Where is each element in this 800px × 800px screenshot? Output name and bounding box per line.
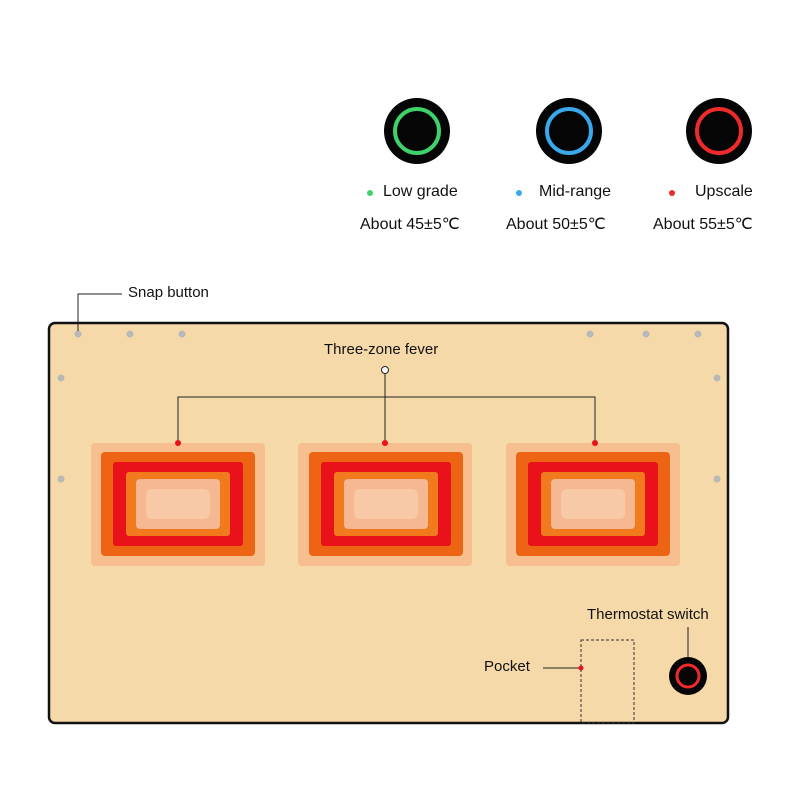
three-zone-junction-icon	[381, 366, 389, 374]
snap-button-leader-line	[77, 293, 122, 331]
snap-button-icon	[586, 330, 594, 338]
mid-range-indicator-icon	[536, 98, 602, 164]
three-zone-label: Three-zone fever	[324, 341, 439, 358]
low-grade-temperature: About 45±5℃	[360, 216, 460, 233]
pocket-outline	[580, 639, 635, 724]
snap-buttons	[57, 330, 721, 483]
zone-marker-icon	[592, 440, 598, 446]
pocket-label: Pocket	[484, 658, 530, 675]
mid-range-dot-icon	[516, 190, 522, 196]
mid-range-label: Mid-range	[539, 183, 612, 200]
snap-button-icon	[57, 374, 65, 382]
snap-button-icon	[126, 330, 134, 338]
upscale-label: Upscale	[695, 183, 753, 200]
upscale-temperature: About 55±5℃	[653, 216, 753, 233]
upscale-indicator-icon	[686, 98, 752, 164]
upscale-dot-icon	[669, 190, 675, 196]
thermostat-switch-icon[interactable]	[669, 657, 707, 695]
snap-button-icon	[713, 374, 721, 382]
snap-button-icon	[642, 330, 650, 338]
pocket-marker-icon	[578, 665, 584, 671]
snap-button-icon	[178, 330, 186, 338]
snap-button-icon	[694, 330, 702, 338]
snap-button-icon	[57, 475, 65, 483]
heating-zone-right	[506, 443, 680, 566]
zone-marker-icon	[175, 440, 181, 446]
zone-marker-icon	[382, 440, 388, 446]
snap-button-icon	[713, 475, 721, 483]
snap-button-label: Snap button	[128, 284, 209, 301]
thermostat-switch-label: Thermostat switch	[587, 606, 709, 623]
heating-zone-middle	[298, 443, 472, 566]
low-grade-indicator-icon	[384, 98, 450, 164]
snap-button-icon	[74, 330, 82, 338]
mid-range-temperature: About 50±5℃	[506, 216, 606, 233]
three-zone-connector	[177, 374, 596, 442]
heating-zone-left	[91, 443, 265, 566]
low-grade-label: Low grade	[383, 183, 458, 200]
low-grade-dot-icon	[367, 190, 373, 196]
